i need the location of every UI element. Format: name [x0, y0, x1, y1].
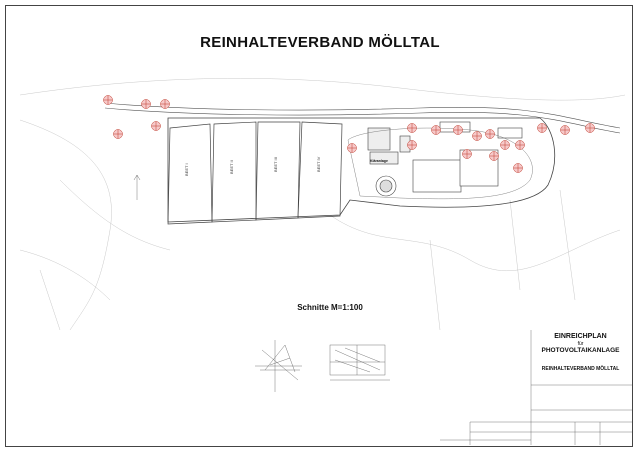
pv-marker [151, 121, 161, 131]
pv-marker [453, 125, 463, 135]
title-block-line1: EINREICHPLAN [554, 333, 607, 340]
pv-marker [489, 151, 499, 161]
pv-marker [500, 140, 510, 150]
pv-marker [560, 125, 570, 135]
pv-marker [537, 123, 547, 133]
pv-marker [347, 143, 357, 153]
pv-marker [515, 140, 525, 150]
pv-marker [485, 129, 495, 139]
pv-marker [462, 149, 472, 159]
pv-marker [407, 140, 417, 150]
road [104, 102, 621, 134]
sheet-frame [5, 5, 633, 447]
pv-marker [472, 131, 482, 141]
pv-marker [513, 163, 523, 173]
title-block-client: REINHALTEVERBAND MÖLLTAL [541, 366, 620, 372]
pv-marker [113, 129, 123, 139]
section-title: Schnitte M=1:100 [297, 303, 363, 312]
plant-yard [347, 127, 533, 200]
sludge-beds [167, 121, 343, 225]
title-block-line2: für [577, 341, 584, 347]
plant-buildings [367, 121, 523, 197]
pv-marker [160, 99, 170, 109]
bed-label-1: BEET I [184, 163, 189, 176]
title-block: EINREICHPLAN für PHOTOVOLTAIKANLAGE REIN… [533, 333, 628, 372]
bed-label-4: BEET IV [316, 156, 321, 172]
pv-marker [103, 95, 113, 105]
pv-marker [407, 123, 417, 133]
bed-label-2: BEET II [229, 160, 234, 174]
terrain-lines [19, 78, 626, 331]
section-drawings [255, 340, 390, 392]
page-title: REINHALTEVERBAND MÖLLTAL [200, 34, 440, 51]
pv-markers [103, 95, 595, 173]
title-block-line3: PHOTOVOLTAIKANLAGE [541, 347, 620, 354]
pv-marker [431, 125, 441, 135]
plant-label: Kläranlage [370, 159, 388, 163]
pv-marker [585, 123, 595, 133]
site-boundary [167, 117, 555, 223]
title-block-lines [440, 330, 632, 445]
bed-label-3: BEET III [273, 157, 278, 172]
pv-marker [141, 99, 151, 109]
north-arrow [133, 174, 141, 200]
